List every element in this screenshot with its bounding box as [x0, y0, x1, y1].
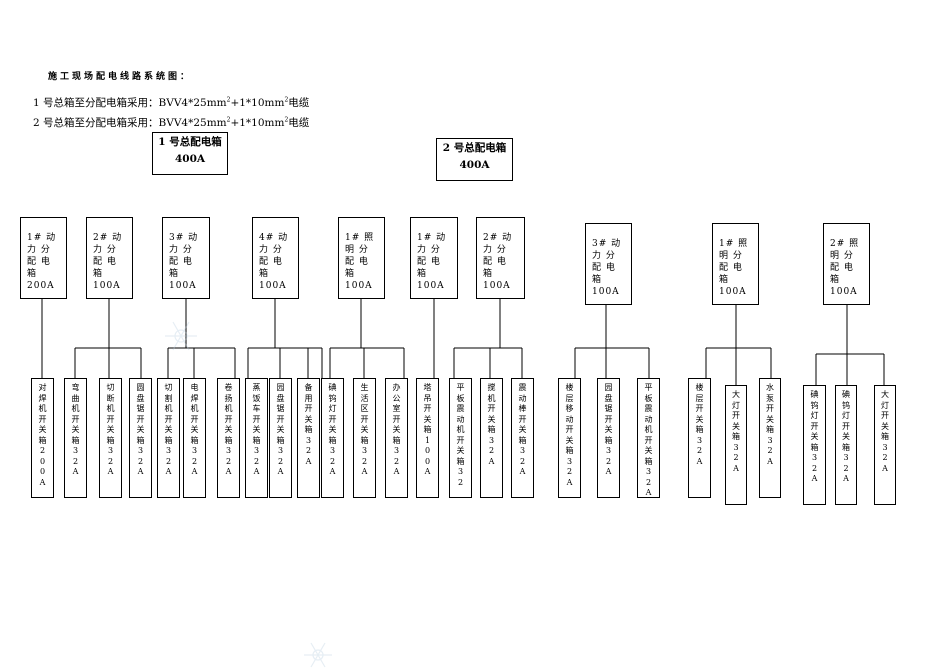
cable-spec-2-suffix: 电缆: [288, 117, 310, 129]
switch-box-label: 楼层移动开关箱32A: [565, 383, 574, 487]
switch-box-label: 圆盘锯开关箱32A: [136, 383, 145, 476]
switch-box: 圆盘锯开关箱32A: [129, 378, 152, 498]
cable-spec-2-mid: +1*10mm: [230, 117, 285, 129]
switch-box: 蒸饭车开关箱32A: [245, 378, 268, 498]
switch-box-label: 水泵开关箱32A: [766, 383, 774, 466]
switch-box: 平板震动机开关箱32A: [637, 378, 660, 498]
main-box-2-name: 2 号总配电箱: [442, 142, 507, 154]
switch-box-label: 搅机开关箱32A: [487, 383, 496, 466]
switch-box-label: 园盘锯开关箱32A: [604, 383, 613, 476]
cable-spec-2-prefix: 2 号总箱至分配电箱采用：BVV4*25mm: [33, 117, 227, 129]
switch-box-label: 电焊机开关箱32A: [190, 383, 199, 476]
cable-spec-1-sup-a: 2: [226, 96, 231, 104]
dist-box: 2# 动 力 分 配 电 箱 100A: [476, 217, 525, 299]
switch-box-label: 备用开关箱32A: [304, 383, 313, 466]
switch-box: 碘钨灯开关箱32A: [321, 378, 344, 498]
switch-box: 搅机开关箱32A: [480, 378, 503, 498]
switch-box-label: 园盘锯开关箱32A: [276, 383, 285, 476]
switch-box: 园盘锯开关箱32A: [597, 378, 620, 498]
switch-box-label: 碘钨灯开关箱32A: [328, 383, 337, 476]
cable-spec-1: 1 号总箱至分配电箱采用：BVV4*25mm2+1*10mm2电缆: [33, 95, 309, 110]
switch-box: 碘钨灯开关箱32A: [803, 385, 826, 505]
switch-box-label: 碘钨灯开关箱32A: [842, 390, 850, 483]
cable-spec-2: 2 号总箱至分配电箱采用：BVV4*25mm2+1*10mm2电缆: [33, 115, 309, 130]
switch-box-label: 生活区开关箱32A: [360, 383, 369, 476]
switch-box-label: 震动棒开关箱32A: [518, 383, 527, 476]
dist-box: 3# 动 力 分 配 电 箱 100A: [585, 223, 632, 305]
cable-spec-2-sup-b: 2: [284, 116, 289, 124]
main-box-1-name: 1 号总配电箱: [158, 136, 222, 148]
switch-box: 大灯开关箱32A: [725, 385, 747, 505]
switch-box-label: 办公室开关箱32A: [392, 383, 401, 476]
dist-box: 1# 照 明 分 配 电 箱 100A: [338, 217, 385, 299]
switch-box: 切割机开关箱32A: [157, 378, 180, 498]
cable-spec-2-sup-a: 2: [226, 116, 231, 124]
cable-spec-1-mid: +1*10mm: [230, 97, 285, 109]
switch-box: 碘钨灯开关箱32A: [835, 385, 857, 505]
switch-box: 大灯开关箱32A: [874, 385, 896, 505]
switch-box-label: 大灯开关箱32A: [881, 390, 889, 473]
switch-box: 楼层移动开关箱32A: [558, 378, 581, 498]
switch-box-label: 切断机开关箱32A: [106, 383, 115, 476]
cable-spec-1-prefix: 1 号总箱至分配电箱采用：BVV4*25mm: [33, 97, 227, 109]
switch-box-label: 平板震动机开关箱32A: [644, 383, 653, 497]
switch-box: 平板震动机开关箱32: [449, 378, 472, 498]
switch-box-label: 对焊机开关箱200A: [38, 383, 47, 487]
switch-box: 震动棒开关箱32A: [511, 378, 534, 498]
main-box-1-rating: 400A: [174, 153, 206, 165]
switch-box-label: 蒸饭车开关箱32A: [252, 383, 261, 476]
switch-box-label: 切割机开关箱32A: [164, 383, 173, 476]
switch-box: 备用开关箱32A: [297, 378, 320, 498]
dist-box: 1# 照 明 分 配 电 箱 100A: [712, 223, 759, 305]
switch-box-label: 大灯开关箱32A: [732, 390, 740, 473]
dist-box: 2# 照 明 分 配 电 箱 100A: [823, 223, 870, 305]
main-box-1: 1 号总配电箱 400A: [152, 132, 228, 175]
switch-box: 生活区开关箱32A: [353, 378, 376, 498]
cable-spec-1-suffix: 电缆: [288, 97, 310, 109]
switch-box-label: 平板震动机开关箱32: [456, 383, 465, 487]
switch-box: 卷扬机开关箱32A: [217, 378, 240, 498]
switch-box: 对焊机开关箱200A: [31, 378, 54, 498]
switch-box: 电焊机开关箱32A: [183, 378, 206, 498]
switch-box: 切断机开关箱32A: [99, 378, 122, 498]
dist-box: 3# 动 力 分 配 电 箱 100A: [162, 217, 210, 299]
switch-box-label: 弯曲机开关箱32A: [71, 383, 80, 476]
switch-box-label: 塔吊开关箱100A: [423, 383, 432, 476]
switch-box: 办公室开关箱32A: [385, 378, 408, 498]
cable-spec-1-sup-b: 2: [284, 96, 289, 104]
diagram-title: 施工现场配电线路系统图：: [48, 72, 193, 82]
dist-box: 4# 动 力 分 配 电 箱 100A: [252, 217, 299, 299]
switch-box-label: 卷扬机开关箱32A: [224, 383, 233, 476]
switch-box-label: 楼层开关箱32A: [695, 383, 704, 466]
switch-box: 塔吊开关箱100A: [416, 378, 439, 498]
dist-box: 1# 动 力 分 配 电 箱 200A: [20, 217, 67, 299]
switch-box: 楼层开关箱32A: [688, 378, 711, 498]
main-box-2: 2 号总配电箱 400A: [436, 138, 513, 181]
switch-box-label: 碘钨灯开关箱32A: [810, 390, 819, 483]
switch-box: 园盘锯开关箱32A: [269, 378, 292, 498]
switch-box: 弯曲机开关箱32A: [64, 378, 87, 498]
dist-box: 2# 动 力 分 配 电 箱 100A: [86, 217, 133, 299]
switch-box: 水泵开关箱32A: [759, 378, 781, 498]
main-box-2-rating: 400A: [459, 159, 490, 171]
dist-box: 1# 动 力 分 配 电 箱 100A: [410, 217, 458, 299]
